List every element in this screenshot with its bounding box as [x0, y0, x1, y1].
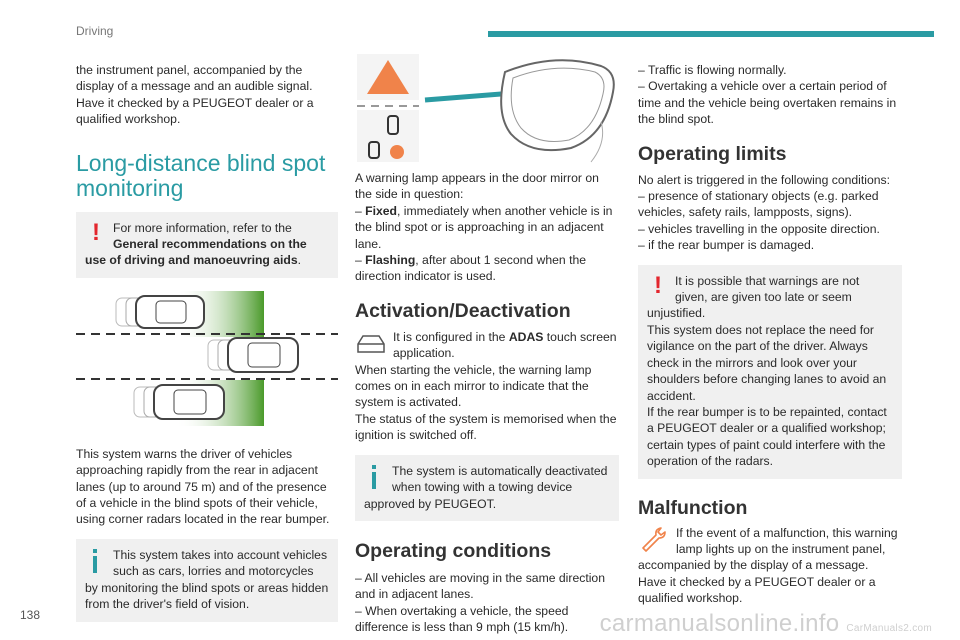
car-icon-top [387, 115, 399, 135]
note-text-3: If the rear bumper is to be repainted, c… [647, 404, 887, 469]
fixed-label: Fixed [365, 203, 398, 218]
note-towing: The system is automatically deactivated … [355, 454, 619, 521]
conditions-heading: Operating conditions [355, 539, 552, 562]
condition-2: – When overtaking a vehicle, the speed d… [355, 603, 569, 635]
lamp-flashing: – Flashing, after about 1 second when th… [355, 253, 587, 284]
system-description: This system warns the driver of vehicles… [76, 446, 330, 527]
page-number: 138 [20, 608, 41, 622]
fixed-text: , immediately when another vehicle is in… [355, 203, 613, 251]
note-text: For more information, refer to the [113, 220, 292, 235]
column-2: A warning lamp appears in the door mirro… [355, 52, 619, 636]
mirror-warning-illustration [357, 54, 615, 163]
condition-3: – Traffic is flowing normally. [638, 63, 787, 77]
note-text-1: It is possible that warnings are not giv… [647, 273, 860, 321]
limit-1: – presence of stationary objects (e.g. p… [638, 189, 879, 220]
section-title: Long-distance blind spot monitoring [76, 149, 326, 201]
activation-text: It is configured in the [393, 329, 509, 344]
column-3: – Traffic is flowing normally. – Overtak… [638, 62, 902, 607]
car-top [115, 294, 205, 329]
limit-3: – if the rear bumper is damaged. [638, 238, 815, 253]
car-icon-left [368, 141, 380, 159]
note-text: This system takes into account vehicles … [85, 547, 329, 612]
lamp-intro: A warning lamp appears in the door mirro… [355, 171, 599, 202]
car-bottom [133, 383, 225, 420]
mirror-arm [590, 121, 604, 163]
limits-heading: Operating limits [638, 142, 787, 165]
running-header: Driving [76, 24, 114, 38]
note-more-info: ! For more information, refer to the Gen… [76, 211, 338, 278]
door-mirror [500, 59, 615, 152]
info-icon [85, 547, 107, 577]
intro-paragraph: the instrument panel, accompanied by the… [76, 63, 314, 127]
note-warnings: ! It is possible that warnings are not g… [638, 264, 902, 479]
malfunction-text: If the event of a malfunction, this warn… [638, 525, 898, 606]
watermark-main: carmanualsonline.info [599, 610, 840, 637]
watermark-small: CarManuals2.com [846, 623, 932, 634]
exclamation-icon: ! [654, 271, 662, 299]
wrench-icon [642, 526, 666, 552]
malfunction-heading: Malfunction [638, 496, 748, 519]
exclamation-icon: ! [92, 218, 100, 246]
flashing-text: , after about 1 second when the directio… [355, 253, 587, 284]
info-icon [364, 463, 386, 493]
activation-body: When starting the vehicle, the warning l… [355, 362, 617, 443]
car-outline-icon [357, 335, 385, 353]
condition-1: – All vehicles are moving in the same di… [355, 570, 605, 602]
column-1: the instrument panel, accompanied by the… [76, 62, 338, 622]
limit-2: – vehicles travelling in the opposite di… [638, 221, 880, 236]
activation-config: It is configured in the ADAS touch scree… [355, 329, 619, 362]
condition-4: – Overtaking a vehicle over a certain pe… [638, 79, 897, 127]
limits-intro: No alert is triggered in the following c… [638, 172, 891, 187]
note-text: The system is automatically deactivated … [364, 463, 608, 511]
note-text-end: . [297, 253, 302, 268]
flashing-label: Flashing [365, 253, 416, 268]
car-middle [207, 336, 299, 373]
door-mirror-glass [510, 67, 605, 142]
adas-label: ADAS [508, 329, 544, 344]
malfunction-block: If the event of a malfunction, this warn… [638, 525, 902, 607]
activation-heading: Activation/Deactivation [355, 299, 571, 322]
note-text-2: This system does not replace the need fo… [647, 322, 887, 403]
lamp-fixed: – Fixed, immediately when another vehicl… [355, 203, 613, 251]
warning-triangle-icon [367, 60, 409, 94]
watermark: carmanualsonline.info CarManuals2.com [600, 610, 932, 638]
activation-text-end: touch screen application. [393, 329, 617, 361]
note-bold-ref: General recommendations on the use of dr… [85, 237, 307, 268]
blind-spot-illustration [76, 290, 338, 426]
warning-dot [390, 145, 404, 159]
header-accent-bar [488, 31, 934, 37]
note-vehicles-considered: This system takes into account vehicles … [76, 538, 338, 622]
